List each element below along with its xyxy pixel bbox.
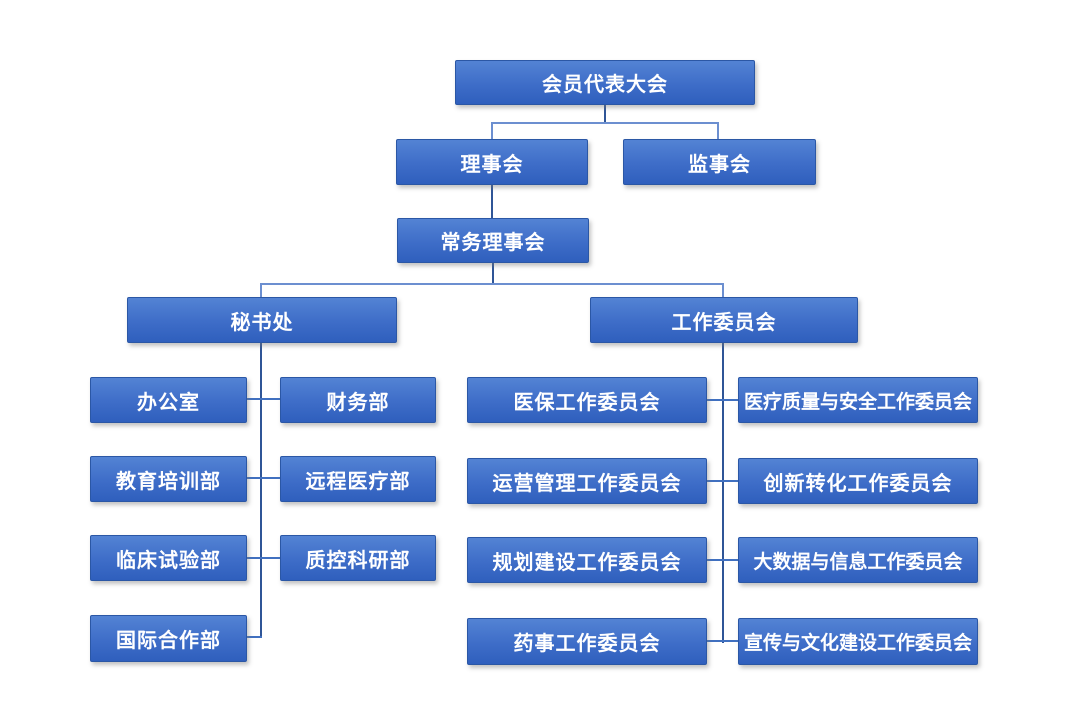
node-education-training-dept: 教育培训部 [90,456,247,502]
node-finance-dept: 财务部 [280,377,436,423]
node-telemedicine-dept: 远程医疗部 [280,456,436,502]
node-board-of-directors: 理事会 [396,139,588,185]
node-working-committee: 工作委员会 [590,297,858,343]
node-international-cooperation-dept: 国际合作部 [90,615,247,662]
connector-row-stub [707,559,739,561]
node-pharmaceutical-affairs-committee: 药事工作委员会 [467,618,707,665]
node-member-representative-assembly: 会员代表大会 [455,60,755,105]
connector-row-stub [707,640,739,642]
node-operations-management-committee: 运营管理工作委员会 [467,458,707,504]
connector-row-stub [707,480,739,482]
connector-mid-horizontal [261,283,723,285]
node-supervisory-board: 监事会 [623,139,816,185]
connector-row-stub [707,399,739,401]
connector-top-horizontal [492,122,719,124]
node-medical-quality-safety-committee: 医疗质量与安全工作委员会 [738,377,978,423]
connector-board-standing [491,184,493,219]
node-big-data-information-committee: 大数据与信息工作委员会 [738,537,978,583]
connector-row-stub [247,557,281,559]
connector-drop-working-committee [722,283,724,298]
node-secretariat: 秘书处 [127,297,397,343]
node-clinical-trial-dept: 临床试验部 [90,535,247,581]
connector-trunk-working-committee [722,342,724,643]
connector-row-stub [247,477,281,479]
node-quality-control-research-dept: 质控科研部 [280,535,436,581]
node-office: 办公室 [90,377,247,423]
connector-drop-supervisory [717,122,719,139]
connector-drop-board [491,122,493,139]
connector-row-stub [247,636,262,638]
node-medical-insurance-committee: 医保工作委员会 [467,377,707,423]
connector-row-stub [247,398,281,400]
connector-root-stub [604,105,606,123]
connector-standing-stub [492,263,494,284]
connector-trunk-secretariat [260,342,262,638]
node-innovation-transformation-committee: 创新转化工作委员会 [738,458,978,504]
node-publicity-culture-building-committee: 宣传与文化建设工作委员会 [738,618,978,665]
connector-drop-secretariat [260,283,262,298]
node-planning-construction-committee: 规划建设工作委员会 [467,537,707,583]
node-standing-council: 常务理事会 [397,218,589,263]
